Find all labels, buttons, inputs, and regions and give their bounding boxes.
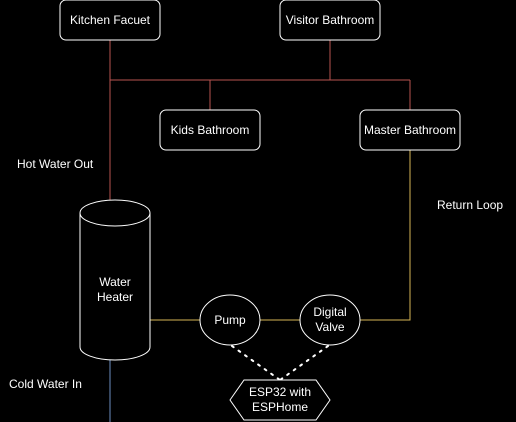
esp32-label: ESP32 with ESPHome [248,385,312,414]
signal-link-pump [231,345,281,381]
kitchen-facuet-label: Kitchen Facuet [69,12,151,27]
esp32-hexagon [229,379,331,421]
pump-label: Pump [214,312,246,327]
kids-bathroom-label: Kids Bathroom [170,122,250,137]
digital-valve-ellipse [299,294,361,346]
cold-water-in-label: Cold Water In [9,377,82,391]
water-heater-cylinder [79,199,151,361]
hot-water-out-label: Hot Water Out [17,157,94,171]
kids-bathroom-box [159,109,261,151]
digital-valve-label: Digital Valve [313,305,347,334]
kitchen-facuet-box [59,0,161,41]
signal-link-valve [279,345,329,381]
pump-ellipse [199,294,261,346]
return-loop-label: Return Loop [437,198,504,212]
return-loop-pipe [360,150,411,321]
master-bathroom-label: Master Bathroom [363,122,457,137]
visitor-bathroom-label: Visitor Bathroom [285,12,375,27]
water-heater-label: Water Heater [96,275,134,304]
master-bathroom-box [359,109,461,151]
visitor-bathroom-box [279,0,381,41]
